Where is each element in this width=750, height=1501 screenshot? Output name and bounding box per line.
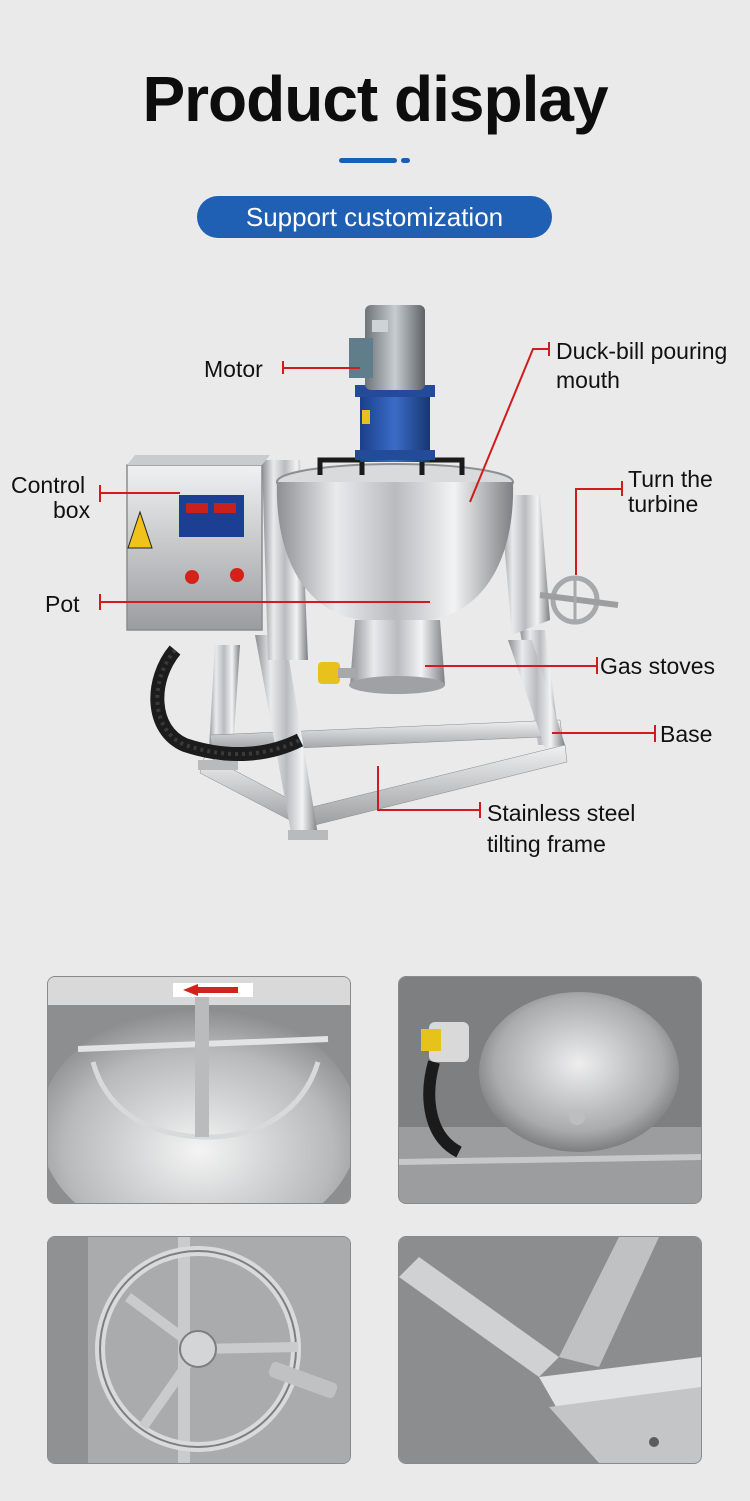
callout-control-box-line2: box <box>53 497 91 523</box>
callout-turn-turbine-line2: turbine <box>628 491 699 517</box>
support-customization-badge: Support customization <box>197 196 552 238</box>
kettle-illustration <box>99 305 656 840</box>
callout-control-box-line1: Control <box>11 472 86 498</box>
callout-duck-bill-line1: Duck-bill pouring <box>556 338 728 364</box>
callout-lines <box>99 342 656 818</box>
callout-base: Base <box>660 721 713 747</box>
title-underline-dot <box>401 158 410 163</box>
callout-duck-bill-line2: mouth <box>556 367 620 393</box>
detail-photo-frame-weld <box>398 1236 702 1464</box>
detail-photo-hand-wheel <box>47 1236 351 1464</box>
callout-motor: Motor <box>204 356 263 382</box>
title-underline-long <box>339 158 397 163</box>
callout-pot: Pot <box>45 591 80 617</box>
callout-turn-turbine-line1: Turn the <box>628 466 713 492</box>
page-title: Product display <box>142 63 608 135</box>
callout-gas-stoves: Gas stoves <box>600 653 716 679</box>
product-diagram: Motor Duck-bill pouring mouth Control bo… <box>0 290 750 870</box>
detail-photo-pot-interior <box>47 976 351 1204</box>
detail-photo-pot-bottom <box>398 976 702 1204</box>
callout-frame-line1: Stainless steel <box>487 800 636 826</box>
callout-frame-line2: tilting frame <box>487 831 606 857</box>
